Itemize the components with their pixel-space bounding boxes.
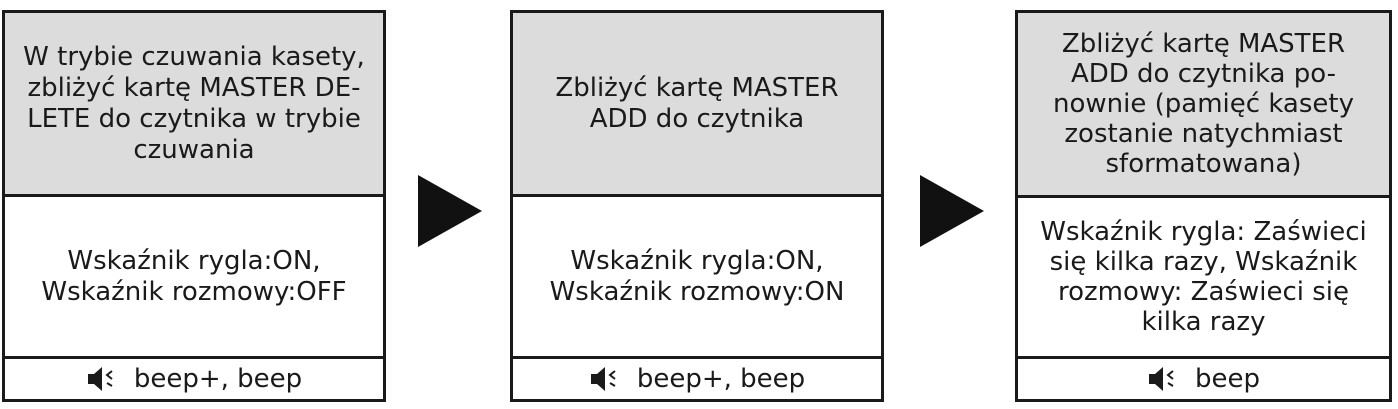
arrow-right-icon xyxy=(418,175,482,251)
step-1-indicator-panel: Wskaźnik rygla:ON, Wskaźnik rozmowy:OFF xyxy=(5,197,383,356)
step-1-box: W trybie czuwania kasety, zbliżyć kartę … xyxy=(2,10,386,402)
step-2-sound-panel: beep+, beep xyxy=(513,356,881,399)
speaker-icon xyxy=(1147,365,1183,393)
step-3-indicators: Wskaźnik rygla: Zaświeci się kilka razy,… xyxy=(1040,217,1367,337)
step-1-instruction-panel: W trybie czuwania kasety, zbliżyć kartę … xyxy=(5,13,383,197)
arrow-right-icon xyxy=(920,175,984,251)
step-2-sound: beep+, beep xyxy=(636,364,806,394)
step-2-instruction-panel: Zbliżyć kartę MASTER ADD do czytnika xyxy=(513,13,881,197)
step-1-sound: beep+, beep xyxy=(133,364,303,394)
step-3-box: Zbliżyć kartę MASTER ADD do czytnika po-… xyxy=(1015,10,1392,402)
step-1-indicators: Wskaźnik rygla:ON, Wskaźnik rozmowy:OFF xyxy=(41,245,347,307)
step-3-instruction-panel: Zbliżyć kartę MASTER ADD do czytnika po-… xyxy=(1018,13,1389,198)
speaker-icon xyxy=(86,365,122,393)
step-3-sound-panel: beep xyxy=(1018,356,1389,399)
step-2-indicator-panel: Wskaźnik rygla:ON, Wskaźnik rozmowy:ON xyxy=(513,197,881,356)
step-1-sound-panel: beep+, beep xyxy=(5,356,383,399)
speaker-icon xyxy=(589,365,625,393)
step-3-instruction: Zbliżyć kartę MASTER ADD do czytnika po-… xyxy=(1053,29,1354,179)
step-3-indicator-panel: Wskaźnik rygla: Zaświeci się kilka razy,… xyxy=(1018,198,1389,356)
step-1-instruction: W trybie czuwania kasety, zbliżyć kartę … xyxy=(23,41,365,165)
step-2-indicators: Wskaźnik rygla:ON, Wskaźnik rozmowy:ON xyxy=(549,245,845,307)
step-3-sound: beep xyxy=(1195,364,1260,394)
step-2-instruction: Zbliżyć kartę MASTER ADD do czytnika xyxy=(555,72,839,134)
step-2-box: Zbliżyć kartę MASTER ADD do czytnika Wsk… xyxy=(510,10,884,402)
